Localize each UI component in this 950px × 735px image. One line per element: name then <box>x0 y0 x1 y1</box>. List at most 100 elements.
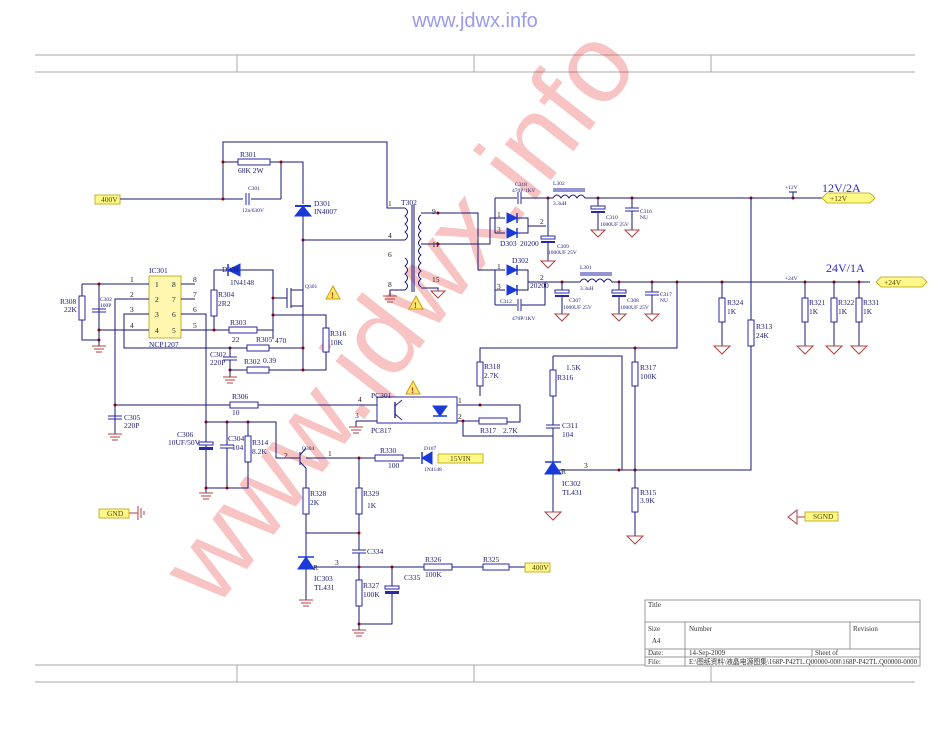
label-components-ic302-ref: IC302 <box>562 479 581 488</box>
label-components-c304-ref: C304 <box>228 434 245 443</box>
warning-icon: ! <box>405 379 421 395</box>
label-components-d303-val: 20200 <box>520 239 539 248</box>
label-components-c311-val: 104 <box>562 430 574 439</box>
label-components-r318-val: 2.7K <box>484 371 499 380</box>
port-sgnd: SGND <box>787 508 839 526</box>
label-components-c301-ref: C301 <box>248 186 260 192</box>
label-components-r304-ref: R304 <box>218 290 235 299</box>
label-components-d303-ref: D303 <box>500 239 517 248</box>
r325-resistor <box>482 563 510 571</box>
label-transformer-pins-2: 6 <box>388 250 392 259</box>
label-components-c310-ref: C310 <box>606 215 618 221</box>
label-components-r305-val: 470 <box>275 336 287 345</box>
label-components-r314-val: 8.2K <box>252 447 267 456</box>
label-components-c307-ref: C307 <box>569 298 581 304</box>
label-transformer-pins-3: 8 <box>388 280 392 289</box>
label-components-d302-val: 20200 <box>530 281 549 290</box>
label-components-r313-ref: R313 <box>756 322 773 331</box>
r301-resistor <box>237 158 271 166</box>
svg-text:3: 3 <box>497 282 501 291</box>
label-components-l301-val: 3.3uH <box>580 286 594 292</box>
label-components-r313-val: 24K <box>756 331 770 340</box>
r302-resistor <box>246 366 270 374</box>
svg-text:7: 7 <box>193 290 197 299</box>
label-ic301-pins_left-1: 2 <box>155 295 159 304</box>
label-components-c309-val: 1000UF 25V <box>548 250 577 256</box>
label-components-r331-ref: R331 <box>863 298 880 307</box>
label-title_block-date_value: 14-Sep-2009 <box>689 649 726 657</box>
svg-text:1: 1 <box>328 449 332 458</box>
label-components-d107-val: 1N4148 <box>424 467 442 473</box>
label-components-r316a-val: 10K <box>330 338 344 347</box>
label-components-c303-ref: C302 <box>100 297 112 303</box>
label-components-r330-val: 100 <box>388 461 400 470</box>
svg-text:!: ! <box>414 301 417 310</box>
label-components-r314-ref: R314 <box>252 438 269 447</box>
label-ic301-pins_right-3: 5 <box>172 326 176 335</box>
label-components-r326-val: 100K <box>425 570 442 579</box>
t302-transformer <box>404 205 422 292</box>
r316b-resistor <box>549 369 557 397</box>
label-components-c303-val: 100P <box>100 303 111 309</box>
label-components-c306-val: 10UF/50V <box>168 438 201 447</box>
label-ports-out_12v: +12V <box>830 194 848 203</box>
label-components-c312-val: 470P/1KV <box>512 316 536 322</box>
label-ic301-part: NCP1207 <box>149 340 179 349</box>
label-components-r321-ref: R321 <box>809 298 826 307</box>
heading-12v: 12V/2A <box>822 181 861 195</box>
label-components-c309-ref: C309 <box>557 244 569 250</box>
r306-resistor <box>229 401 259 409</box>
label-components-c305-val: 220P <box>124 421 139 430</box>
svg-text:2: 2 <box>458 412 462 421</box>
label-components-c316-ref: C316 <box>640 209 652 215</box>
label-components-r315-ref: R315 <box>640 488 657 497</box>
r322-resistor <box>830 297 838 323</box>
label-components-r321-val: 1K <box>809 307 819 316</box>
label-ic301-pins_left-2: 3 <box>155 310 159 319</box>
label-components-c318-val: 470P/1KV <box>512 188 536 194</box>
label-components-c301-val: 12n/630V <box>242 208 264 214</box>
label-components-r329-ref: R329 <box>363 489 380 498</box>
r318-resistor <box>476 361 484 387</box>
svg-text:!: ! <box>411 386 414 395</box>
r329-resistor <box>355 487 363 515</box>
label-components-r331-val: 1K <box>863 307 873 316</box>
label-components-r316b-ref: R316 <box>557 373 574 382</box>
label-components-c317-ref: C317 <box>660 292 672 298</box>
label-ic301-pins_right-2: 6 <box>172 310 176 319</box>
heading-24v: 24V/1A <box>826 261 865 275</box>
ic302-tl431 <box>544 461 562 475</box>
label-transformer-pins-0: 1 <box>388 199 392 208</box>
svg-text:!: ! <box>331 291 334 300</box>
watermark-top: www.jdwx.info <box>412 10 538 32</box>
r316a-resistor <box>322 327 330 353</box>
frame-top <box>35 54 915 73</box>
label-components-r308-ref: R308 <box>60 297 77 306</box>
label-components-r329-val: 1K <box>367 501 377 510</box>
warning-icon: ! <box>408 294 424 310</box>
svg-text:1: 1 <box>497 210 501 219</box>
label-components-l302-val: 3.3uH <box>553 201 567 207</box>
label-components-r318-ref: R318 <box>484 362 501 371</box>
label-components-q301-ref: Q301 <box>305 284 317 290</box>
label-title_block-size_label: Size <box>648 625 660 633</box>
svg-text:1: 1 <box>130 275 134 284</box>
svg-text:4: 4 <box>130 321 134 330</box>
label-title_block-date_label: Date: <box>648 649 663 657</box>
label-components-l301-ref: L301 <box>580 265 592 271</box>
svg-text:2: 2 <box>540 273 544 282</box>
label-components-r317b-ref: R317 <box>640 363 657 372</box>
label-components-c302-val: 220P <box>210 358 225 367</box>
label-components-r324-ref: R324 <box>727 298 744 307</box>
label-ports-in_400v_a: 400V <box>101 195 118 204</box>
r321-resistor <box>801 297 809 323</box>
label-components-c305-ref: C305 <box>124 413 141 422</box>
label-components-c311-ref: C311 <box>562 421 578 430</box>
svg-text:3: 3 <box>497 225 501 234</box>
label-components-r317a-ref: R317 <box>480 426 497 435</box>
label-components-c307-val: 1000UF 25V <box>563 305 592 311</box>
label-title_block-file_label: File: <box>648 658 661 666</box>
svg-text:3: 3 <box>355 411 359 420</box>
port-gnd: GND <box>98 508 130 519</box>
r308-resistor <box>78 295 86 321</box>
